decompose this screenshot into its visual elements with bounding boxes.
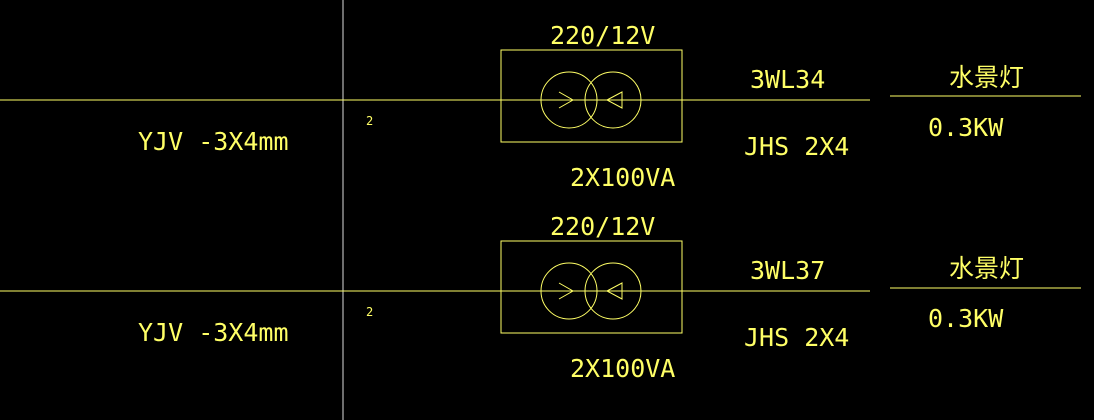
transformer-voltage-label: 220/12V [550,21,655,50]
circuit-row-1: YJV -3X4mm 2 220/12V 2X100VA 3WL34 JHS 2… [0,21,1081,192]
conduit-spec-label: JHS 2X4 [744,132,849,161]
primary-winding-marker [558,282,575,300]
cable-spec-superscript: 2 [366,114,373,128]
circuit-id-label: 3WL37 [750,256,825,285]
transformer-symbol [500,240,683,334]
transformer-primary-winding [540,262,598,320]
transformer-capacity-label: 2X100VA [570,354,675,383]
secondary-winding-marker [605,282,623,300]
secondary-winding-marker [605,91,623,109]
conduit-spec-label: JHS 2X4 [744,323,849,352]
circuit-id-label: 3WL34 [750,65,825,94]
cable-spec-label: YJV -3X4mm [138,318,289,347]
transformer-box [500,240,683,334]
transformer-secondary-winding [584,262,642,320]
load-name-label: 水景灯 [949,254,1024,283]
load-power-label: 0.3KW [928,304,1004,333]
transformer-box [500,49,683,143]
load-name-label: 水景灯 [949,63,1024,92]
transformer-symbol [500,49,683,143]
transformer-voltage-label: 220/12V [550,212,655,241]
primary-winding-marker [558,91,575,109]
transformer-secondary-winding [584,71,642,129]
cable-spec-superscript: 2 [366,305,373,319]
circuit-row-2: YJV -3X4mm 2 220/12V 2X100VA 3WL37 JHS 2… [0,212,1081,383]
transformer-capacity-label: 2X100VA [570,163,675,192]
cable-spec-label: YJV -3X4mm [138,127,289,156]
transformer-primary-winding [540,71,598,129]
load-power-label: 0.3KW [928,113,1004,142]
